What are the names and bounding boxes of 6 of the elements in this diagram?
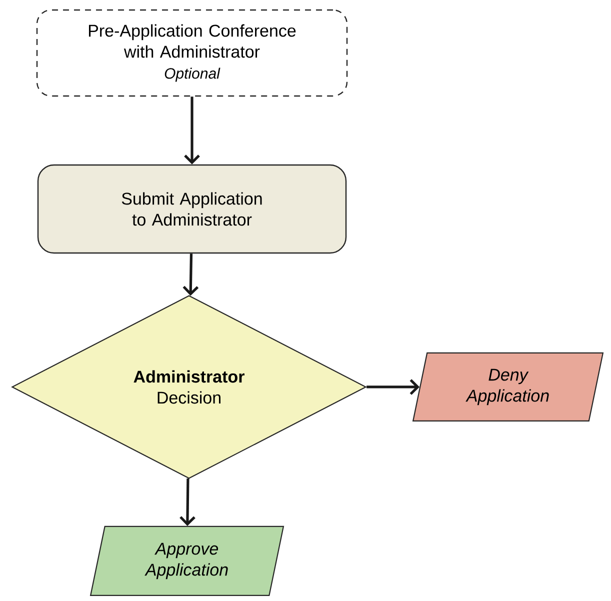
arrow [184, 96, 200, 164]
process-box: Submit Application to Administrator [37, 164, 347, 254]
arrow [366, 379, 420, 395]
process-box: Pre-Application Conference with Administrator Optional [36, 9, 348, 97]
arrow [182, 254, 199, 296]
arrow [180, 478, 196, 526]
